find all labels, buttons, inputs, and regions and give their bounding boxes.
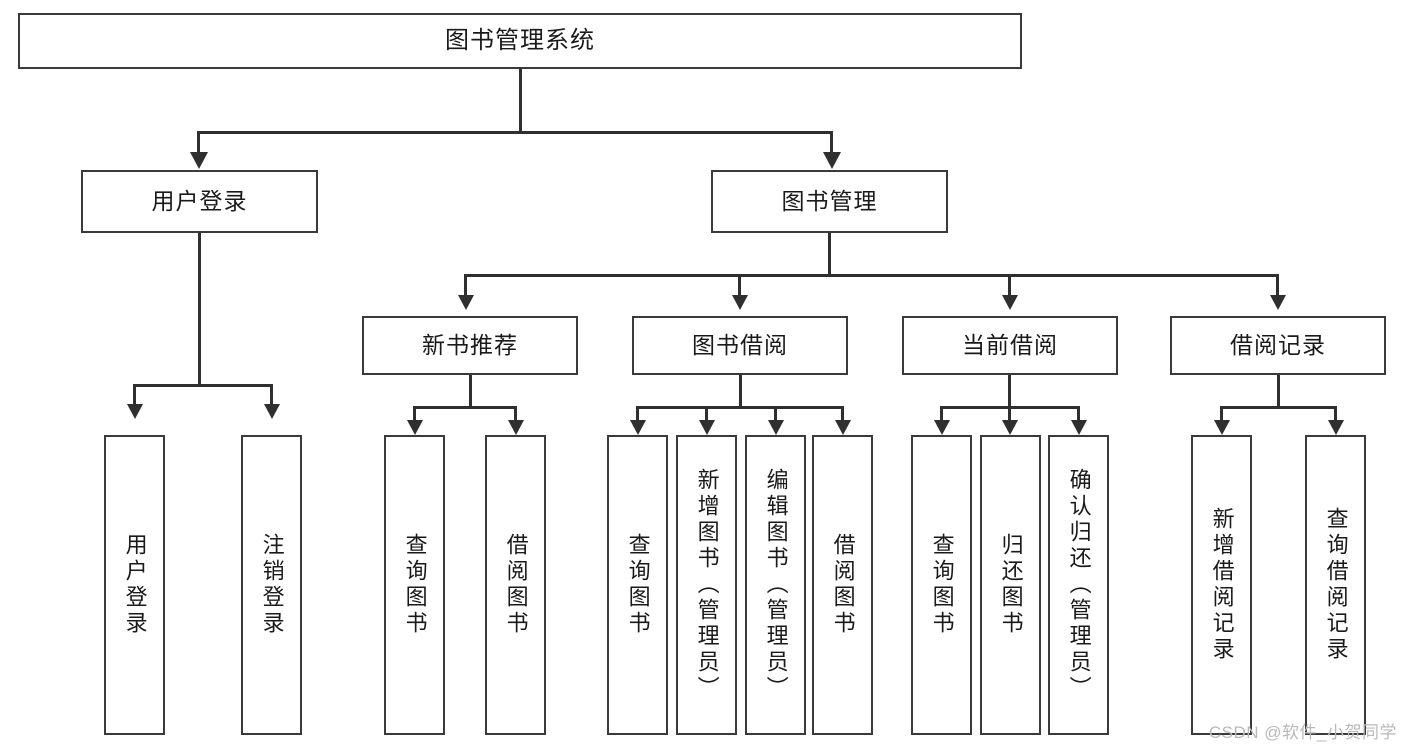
leaf-user-login[interactable]: 用户登录 [104,435,165,735]
connector-bookmgmt-stem [828,233,831,275]
connector-bookborrow-bus [636,406,844,409]
node-current-borrow[interactable]: 当前借阅 [902,316,1118,375]
connector-root-to-bookmgmt [830,131,833,154]
connector-bookmgmt-bus [464,274,1279,277]
arrowhead-login-leaf-1 [127,404,143,419]
leaf-query-borrow-record[interactable]: 查询借阅记录 [1305,435,1366,735]
arrowhead-bookmgmt-record [1270,295,1286,310]
leaf-label: 归还图书 [998,533,1024,637]
leaf-label: 注销登录 [259,533,285,637]
arrowhead-bookborrow-leaf-4 [835,420,851,435]
node-label: 图书管理系统 [445,26,595,54]
connector-borrowrecord-leaf-2 [1334,406,1337,422]
leaf-confirm-return-admin[interactable]: 确认归还（管理员） [1048,435,1109,735]
arrowhead-bookmgmt-current [1002,295,1018,310]
connector-currentborrow-leaf-2 [1008,406,1011,422]
arrowhead-currentborrow-leaf-2 [1002,420,1018,435]
connector-newbook-leaf-2 [514,406,517,422]
connector-newbook-stem [469,375,472,407]
leaf-query-book-current[interactable]: 查询图书 [911,435,972,735]
node-root-system[interactable]: 图书管理系统 [18,13,1022,69]
arrowhead-borrowrecord-leaf-1 [1214,420,1230,435]
connector-bookborrow-leaf-1 [636,406,639,422]
leaf-label: 确认归还（管理员） [1066,468,1092,702]
connector-root-stem [519,69,522,132]
node-new-book-recommend[interactable]: 新书推荐 [362,316,578,375]
arrowhead-root-to-login [190,152,208,169]
connector-bookborrow-leaf-2 [705,406,708,422]
connector-bookmgmt-to-record [1276,274,1279,296]
connector-borrowrecord-leaf-1 [1220,406,1223,422]
connector-login-stem [198,233,201,385]
leaf-label: 借阅图书 [503,533,529,637]
connector-newbook-leaf-1 [413,406,416,422]
leaf-label: 编辑图书（管理员） [763,468,789,702]
leaf-label: 查询图书 [402,533,428,637]
connector-bookborrow-leaf-3 [774,406,777,422]
leaf-borrow-book-newbook[interactable]: 借阅图书 [485,435,546,735]
connector-root-to-login [197,131,200,154]
connector-borrowrecord-stem [1277,375,1280,407]
connector-login-bus [133,384,270,387]
node-label: 借阅记录 [1230,331,1326,358]
connector-currentborrow-stem [1008,375,1011,407]
node-label: 用户登录 [151,187,248,214]
leaf-edit-book-admin[interactable]: 编辑图书（管理员） [745,435,806,735]
leaf-logout-login[interactable]: 注销登录 [241,435,302,735]
connector-bookmgmt-to-new [464,274,467,296]
arrowhead-bookborrow-leaf-2 [699,420,715,435]
arrowhead-bookmgmt-borrow [732,295,748,310]
leaf-return-book[interactable]: 归还图书 [980,435,1041,735]
node-book-management[interactable]: 图书管理 [711,170,948,233]
node-user-login[interactable]: 用户登录 [81,170,318,233]
node-book-borrow[interactable]: 图书借阅 [632,316,848,375]
node-borrow-record[interactable]: 借阅记录 [1170,316,1386,375]
arrowhead-borrowrecord-leaf-2 [1328,420,1344,435]
node-label: 图书管理 [781,187,878,214]
arrowhead-currentborrow-leaf-3 [1071,420,1087,435]
arrowhead-bookmgmt-new [458,295,474,310]
node-label: 图书借阅 [692,331,788,358]
leaf-add-borrow-record[interactable]: 新增借阅记录 [1191,435,1252,735]
leaf-label: 查询图书 [625,533,651,637]
arrowhead-newbook-leaf-2 [508,420,524,435]
connector-login-to-leaf-1 [133,384,136,405]
arrowhead-bookborrow-leaf-1 [630,420,646,435]
arrowhead-newbook-leaf-1 [407,420,423,435]
connector-bookborrow-leaf-4 [841,406,844,422]
leaf-label: 查询借阅记录 [1323,507,1349,663]
connector-currentborrow-leaf-3 [1077,406,1080,422]
arrowhead-bookborrow-leaf-3 [768,420,784,435]
leaf-label: 借阅图书 [830,533,856,637]
arrowhead-currentborrow-leaf-1 [934,420,950,435]
arrowhead-login-leaf-2 [264,404,280,419]
leaf-query-book-borrow[interactable]: 查询图书 [607,435,668,735]
leaf-label: 新增借阅记录 [1209,507,1235,663]
leaf-borrow-book[interactable]: 借阅图书 [812,435,873,735]
connector-bookmgmt-to-borrow [738,274,741,296]
arrowhead-root-to-bookmgmt [823,152,841,169]
connector-currentborrow-leaf-1 [940,406,943,422]
connector-newbook-bus [413,406,517,409]
leaf-add-book-admin[interactable]: 新增图书（管理员） [676,435,737,735]
leaf-label: 新增图书（管理员） [694,468,720,702]
node-label: 新书推荐 [422,331,518,358]
connector-bookmgmt-to-current [1008,274,1011,296]
leaf-query-book-newbook[interactable]: 查询图书 [384,435,445,735]
connector-root-bus [197,131,833,134]
node-label: 当前借阅 [962,331,1058,358]
connector-login-to-leaf-2 [270,384,273,405]
leaf-label: 查询图书 [929,533,955,637]
connector-borrowrecord-bus [1220,406,1337,409]
leaf-label: 用户登录 [122,533,148,637]
connector-bookborrow-stem [739,375,742,407]
